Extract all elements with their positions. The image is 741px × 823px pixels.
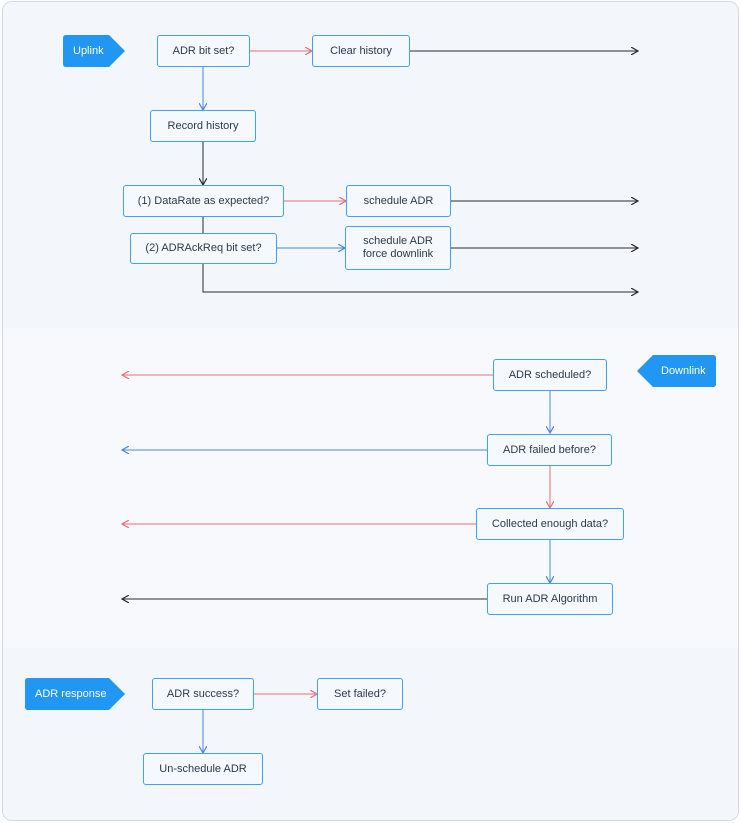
adr-response-tag: ADR response <box>25 678 125 710</box>
uplink-tag-shape <box>63 35 125 67</box>
adr-response-tag-label: ADR response <box>35 688 107 700</box>
node-schedule-adr-force: schedule ADR force downlink <box>345 226 451 270</box>
node-unschedule-adr: Un-schedule ADR <box>143 753 263 785</box>
downlink-tag-shape <box>637 355 716 387</box>
node-adrackreq-bit-set: (2) ADRAckReq bit set? <box>130 233 277 264</box>
downlink-tag: Downlink <box>637 355 716 387</box>
arrow-ackreq-to-exit <box>202 264 638 292</box>
node-clear-history: Clear history <box>312 35 410 67</box>
adr-response-tag-shape <box>25 678 125 710</box>
adr-response-section <box>3 648 738 820</box>
node-datarate-expected: (1) DataRate as expected? <box>123 185 284 217</box>
downlink-tag-label: Downlink <box>661 365 706 377</box>
node-record-history: Record history <box>150 110 256 142</box>
node-collected-enough-data: Collected enough data? <box>476 508 624 540</box>
node-adr-success: ADR success? <box>152 678 254 710</box>
node-set-failed: Set failed? <box>317 678 403 710</box>
node-adr-failed-before: ADR failed before? <box>487 434 612 466</box>
uplink-tag: Uplink <box>63 35 125 67</box>
node-adr-bit-set: ADR bit set? <box>157 35 250 67</box>
node-run-adr-algorithm: Run ADR Algorithm <box>487 583 613 615</box>
node-adr-scheduled: ADR scheduled? <box>493 359 607 391</box>
downlink-section <box>3 328 738 648</box>
node-schedule-adr: schedule ADR <box>346 185 451 217</box>
uplink-tag-label: Uplink <box>73 45 104 57</box>
